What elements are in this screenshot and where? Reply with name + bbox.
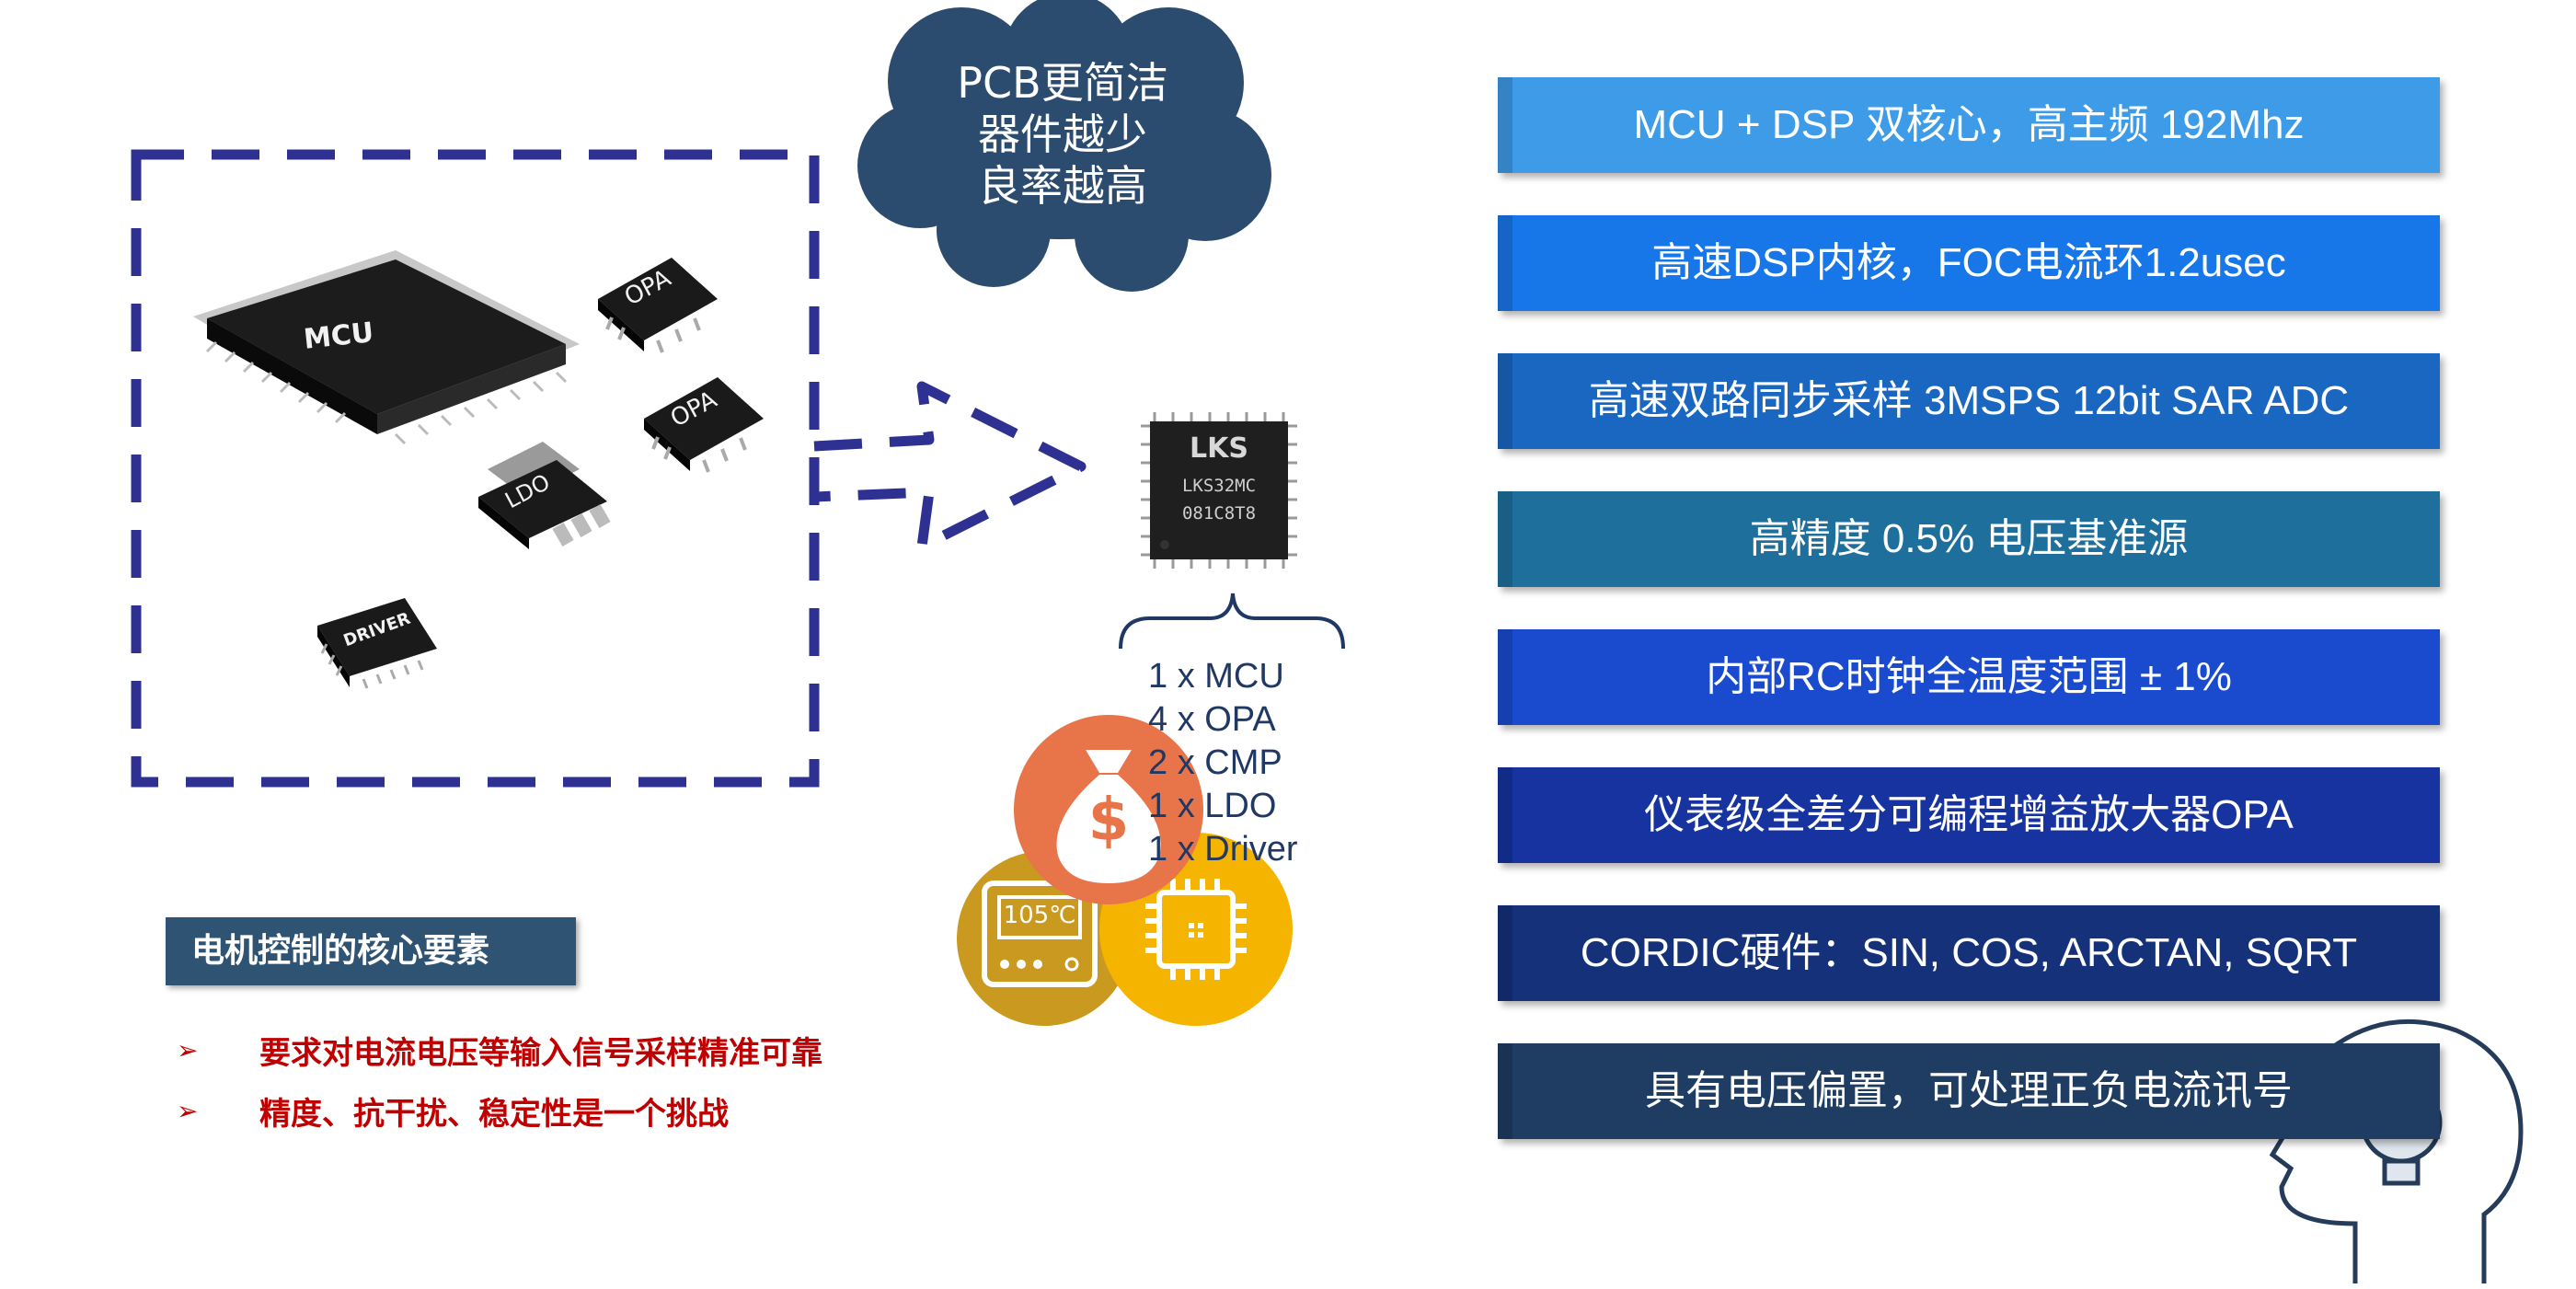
feature-bar: 高速DSP内核，FOC电流环1.2usec: [1498, 215, 2440, 311]
feature-text: 内部RC时钟全温度范围 ± 1%: [1706, 654, 2232, 699]
opa-chip-1: [598, 258, 718, 353]
bom-item: 4 x OPA: [1148, 700, 1276, 739]
cloud-text: PCB更简洁 器件越少 良率越高: [879, 57, 1247, 212]
feature-text: 高速双路同步采样 3MSPS 12bit SAR ADC: [1588, 378, 2350, 423]
cloud-line-2: 器件越少: [978, 109, 1147, 159]
core-item: ➢ 精度、抗干扰、稳定性是一个挑战: [177, 1080, 822, 1141]
feature-text: MCU + DSP 双核心，高主频 192Mhz: [1633, 102, 2305, 147]
feature-bar: 高精度 0.5% 电压基准源: [1498, 491, 2440, 587]
feature-bar: 高速双路同步采样 3MSPS 12bit SAR ADC: [1498, 353, 2440, 449]
feature-bar: CORDIC硬件：SIN, COS, ARCTAN, SQRT: [1498, 905, 2440, 1001]
dollar-symbol: $: [1087, 787, 1130, 855]
core-item: ➢ 要求对电流电压等输入信号采样精准可靠: [177, 1019, 822, 1080]
core-list: ➢ 要求对电流电压等输入信号采样精准可靠 ➢ 精度、抗干扰、稳定性是一个挑战: [177, 1019, 822, 1141]
feature-bar: 具有电压偏置，可处理正负电流讯号: [1498, 1043, 2440, 1139]
arrow-bullet-icon: ➢: [177, 1034, 199, 1065]
driver-chip: [317, 598, 437, 689]
feature-text: 具有电压偏置，可处理正负电流讯号: [1645, 1068, 2293, 1113]
lks-chip-code: 081C8T8: [1181, 503, 1257, 524]
feature-bar: MCU + DSP 双核心，高主频 192Mhz: [1498, 77, 2440, 173]
money-bag-icon: [1014, 715, 1203, 904]
core-title: 电机控制的核心要素: [166, 917, 576, 985]
ldo-chip: [478, 442, 611, 549]
opa-chip-2: [644, 377, 764, 473]
feature-text: CORDIC硬件：SIN, COS, ARCTAN, SQRT: [1580, 930, 2358, 975]
feature-bar: 内部RC时钟全温度范围 ± 1%: [1498, 629, 2440, 725]
lks-chip-part: LKS32MC: [1181, 476, 1257, 496]
dashed-enclosure: [131, 149, 820, 788]
lks-chip-logo: LKS: [1190, 432, 1248, 465]
cloud-shape: [857, 0, 1271, 292]
feature-text: 高速DSP内核，FOC电流环1.2usec: [1651, 240, 2286, 285]
core-item-text: 要求对电流电压等输入信号采样精准可靠: [259, 1034, 822, 1072]
bom-item: 1 x LDO: [1148, 787, 1277, 825]
cloud-line-3: 良率越高: [978, 161, 1147, 211]
cloud-line-1: PCB更简洁: [957, 58, 1168, 108]
core-item-text: 精度、抗干扰、稳定性是一个挑战: [259, 1095, 729, 1133]
feature-text: 仪表级全差分可编程增益放大器OPA: [1644, 792, 2294, 837]
dashed-arrow: [813, 381, 1087, 552]
lks-chip: [1141, 412, 1297, 569]
feature-bar: 仪表级全差分可编程增益放大器OPA: [1498, 767, 2440, 863]
icon-cluster: [957, 715, 1293, 1026]
bom-item: 2 x CMP: [1148, 743, 1282, 782]
arrow-bullet-icon: ➢: [177, 1095, 199, 1126]
thermometer-reading: 105℃: [1003, 902, 1076, 929]
bom-item: 1 x Driver: [1148, 830, 1298, 869]
bom-item: 1 x MCU: [1148, 657, 1284, 696]
bom-bracket: [1119, 593, 1345, 650]
bom-list: 1 x MCU 4 x OPA 2 x CMP 1 x LDO 1 x Driv…: [1148, 655, 1298, 871]
mcu-chip: [193, 250, 580, 445]
feature-text: 高精度 0.5% 电压基准源: [1749, 516, 2189, 561]
